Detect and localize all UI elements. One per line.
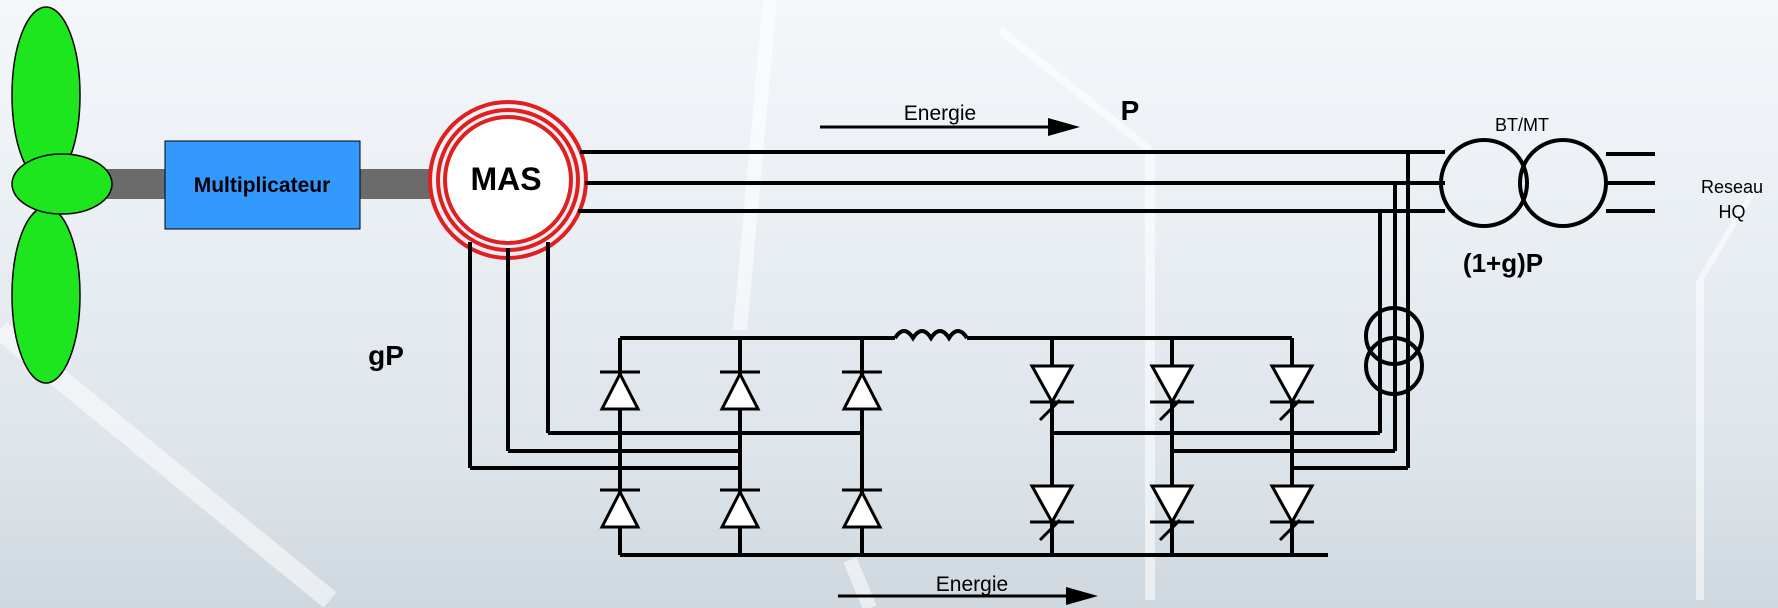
reseau-label: Reseau <box>1701 177 1763 197</box>
three-blade-turbine-icon <box>11 6 113 384</box>
diode-icon <box>599 370 883 529</box>
multiplicateur-block: Multiplicateur <box>164 140 361 230</box>
multiplicateur-label: Multiplicateur <box>194 174 331 197</box>
small-transformer-icon <box>1364 306 1424 396</box>
gp-label: gP <box>368 340 404 371</box>
bt-mt-label: BT/MT <box>1495 115 1549 135</box>
mas-machine: MAS <box>428 100 588 260</box>
rotor-lines <box>468 242 740 470</box>
p-label: P <box>1121 95 1140 126</box>
mas-label: MAS <box>470 161 541 197</box>
energie-bottom-label: Energie <box>936 573 1008 596</box>
energy-arrow-top <box>820 118 1080 136</box>
transformer-icon <box>1439 138 1655 228</box>
one-plus-g-p-label: (1+g)P <box>1463 248 1543 278</box>
thyristor-icon <box>1029 364 1315 542</box>
hq-label: HQ <box>1719 202 1746 222</box>
energy-arrow-bottom <box>838 587 1098 605</box>
stator-lines <box>578 150 1445 468</box>
energie-top-label: Energie <box>904 102 976 125</box>
